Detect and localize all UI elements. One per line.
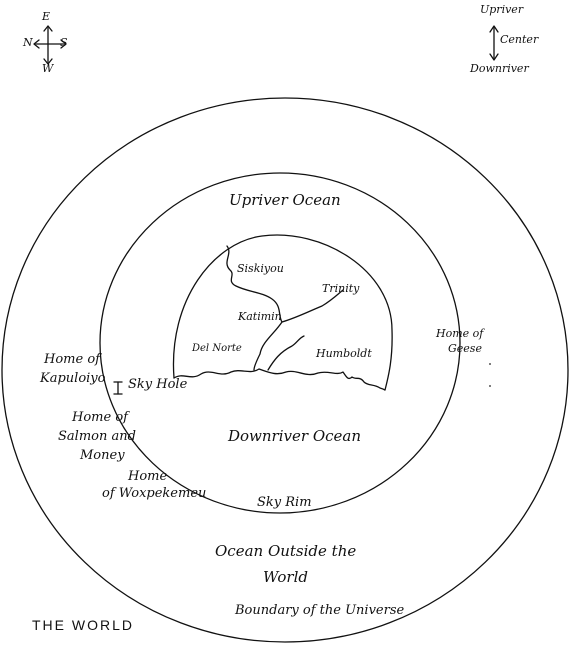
dot-marker [489,363,491,365]
katimin-label: Katimin [238,310,282,323]
sky-rim-label: Sky Rim [257,495,312,510]
sky-hole-label: Sky Hole [128,377,188,392]
ocean-outside-label-line2: World [263,568,308,586]
trinity-label: Trinity [322,282,360,295]
siskiyou-label: Siskiyou [237,262,284,275]
compass-rose-icon [33,25,67,65]
ocean-outside-label-line1: Ocean Outside the [215,542,357,560]
key-upriver-label: Upriver [480,3,524,16]
home-of-salmon-line1: Home of [72,410,128,425]
key-downriver-label: Downriver [470,62,529,75]
home-of-geese-line1: Home of [436,327,484,340]
dot-marker [489,385,491,387]
compass-east-label: E [42,10,51,23]
del-norte-label: Del Norte [192,343,242,354]
world-land-dome [172,234,393,391]
sky-rim-circle [99,172,461,514]
sky-hole-marker-icon [113,381,123,395]
boundary-of-universe-circle [1,97,569,643]
key-center-label: Center [500,33,539,46]
river-direction-arrow-icon [489,25,499,61]
compass-west-label: W [42,62,54,75]
humboldt-label: Humboldt [316,347,372,360]
compass-south-label: S [60,36,68,49]
trinity-river [281,289,344,323]
home-of-kapuloiyo-line1: Home of [44,352,100,367]
compass-north-label: N [23,36,33,49]
klamath-river [226,245,283,371]
downriver-ocean-label: Downriver Ocean [228,427,361,445]
humboldt-river [267,335,305,371]
boundary-label: Boundary of the Universe [235,603,405,618]
home-of-salmon-line2: Salmon and [58,429,136,444]
coastline [173,368,386,391]
home-of-kapuloiyo-line2: Kapuloiyo [40,371,106,386]
home-of-salmon-line3: Money [80,448,125,463]
home-of-geese-line2: Geese [448,342,482,355]
home-of-woxpekemeu-line2: of Woxpekemeu [102,486,207,501]
home-of-woxpekemeu-line1: Home [128,469,168,484]
upriver-ocean-label: Upriver Ocean [229,191,341,209]
map-title: THE WORLD [32,617,134,633]
